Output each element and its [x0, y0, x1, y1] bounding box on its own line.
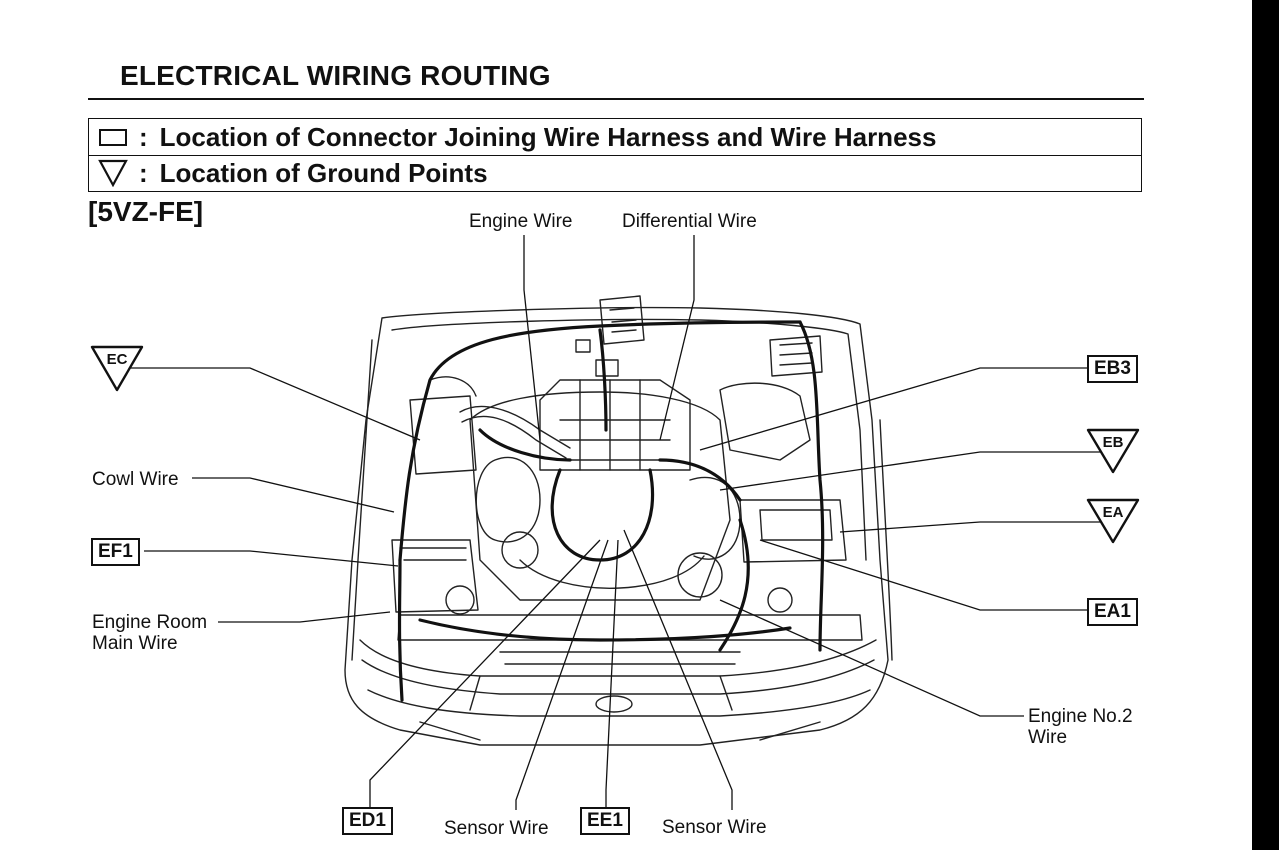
legend-row-ground: : Location of Ground Points: [89, 155, 1141, 191]
connector-eb3-box: EB3: [1087, 355, 1138, 383]
page-title: ELECTRICAL WIRING ROUTING: [120, 60, 551, 91]
label-engine-no2-wire-line1: Engine No.2: [1028, 706, 1133, 727]
legend-separator: :: [139, 157, 148, 188]
label-engine-no2-wire-line2: Wire: [1028, 727, 1068, 748]
engine-section-label: [5VZ-FE]: [88, 196, 204, 227]
legend-box: : Location of Connector Joining Wire Har…: [88, 118, 1142, 192]
ground-ea-triangle-icon: [1086, 498, 1140, 544]
ground-ec-label: EC: [107, 351, 128, 368]
connector-ed1-box: ED1: [342, 807, 393, 835]
label-sensor-wire-right: Sensor Wire: [662, 817, 767, 838]
ground-ea-label: EA: [1103, 504, 1124, 521]
legend-connector-text: Location of Connector Joining Wire Harne…: [159, 121, 937, 152]
legend-ground-text: Location of Ground Points: [159, 157, 488, 188]
label-engine-room-main-wire-line2: Main Wire: [92, 633, 178, 654]
ground-ec-triangle-icon: [90, 345, 144, 392]
label-sensor-wire-left: Sensor Wire: [444, 818, 549, 839]
label-cowl-wire: Cowl Wire: [92, 469, 179, 490]
ground-eb-triangle-icon: [1086, 428, 1140, 474]
connector-ee1-box: EE1: [580, 807, 630, 835]
viewer-scrollbar[interactable]: [1252, 0, 1279, 850]
legend-row-connector: : Location of Connector Joining Wire Har…: [89, 119, 1141, 156]
label-engine-room-main-wire-line1: Engine Room: [92, 612, 208, 633]
label-differential-wire: Differential Wire: [622, 211, 757, 232]
title-divider: [88, 98, 1144, 100]
ground-eb-label: EB: [1103, 434, 1124, 451]
connector-rectangle-icon: [93, 128, 133, 146]
ground-triangle-icon: [93, 159, 133, 187]
connector-ea1-box: EA1: [1087, 598, 1138, 626]
legend-separator: :: [139, 121, 148, 152]
connector-ef1-box: EF1: [91, 538, 140, 566]
label-engine-wire: Engine Wire: [469, 211, 573, 232]
